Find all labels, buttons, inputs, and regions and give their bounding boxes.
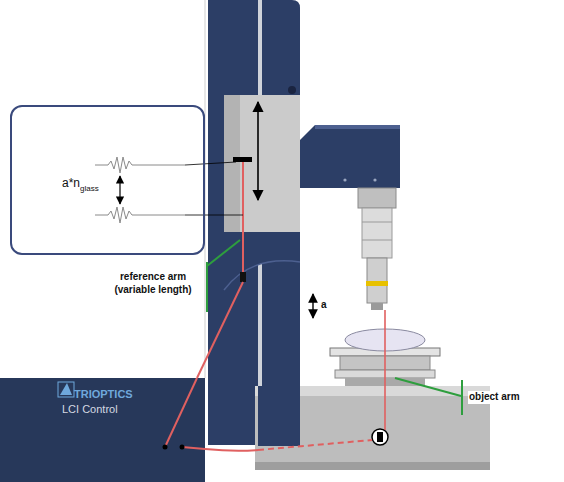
text-line: LCI Control [62, 399, 118, 417]
fiber-ends [163, 445, 168, 450]
instrument-column [208, 232, 300, 290]
fiber-coupler [372, 429, 388, 445]
control-unit-box: TRIOPTICS LCI Control [0, 378, 205, 482]
object-fiber [205, 440, 372, 451]
gap-arrow [313, 294, 314, 318]
instrument-column [208, 0, 300, 445]
fiber-ends [182, 447, 205, 449]
objective [366, 281, 388, 286]
inset-leader [185, 162, 236, 165]
leader-line [207, 240, 462, 415]
fiber-coupler [377, 432, 383, 442]
text-line: a*nglass [62, 173, 99, 193]
base [255, 462, 490, 470]
base [258, 386, 300, 446]
inset-interferogram [95, 157, 185, 223]
leader-line [207, 240, 240, 266]
travel-arrow [257, 102, 259, 200]
reference-fiber [242, 162, 244, 274]
gap-arrow [312, 294, 313, 318]
leader-line [461, 380, 463, 415]
objective [358, 188, 396, 310]
formula-text: a*n [62, 176, 80, 190]
instrument-column [224, 261, 300, 290]
instrument-column [224, 95, 240, 232]
objective [371, 303, 383, 310]
fiber-ends [165, 378, 197, 447]
brand-name: TRIOPTICS [74, 388, 133, 400]
leader-line [206, 262, 208, 312]
object-fiber [205, 449, 258, 451]
unit-name: LCI Control [62, 403, 118, 415]
objective [362, 208, 392, 258]
base [255, 386, 490, 470]
formula-text: glass [80, 184, 99, 193]
measurement-head [343, 178, 346, 181]
fiber-coupler [372, 429, 388, 445]
object-fiber [258, 440, 372, 450]
inset-box: a*nglass [10, 105, 205, 255]
inset-leader [185, 215, 243, 216]
instrument-column [224, 95, 300, 232]
arm-label: object arm [468, 391, 521, 404]
objective [358, 188, 396, 208]
base [255, 386, 490, 470]
dimension-label: a [320, 299, 328, 312]
reference-fiber [197, 282, 243, 378]
measurement-head [300, 125, 400, 188]
reference-fiber [240, 272, 246, 282]
reference-mirror [233, 157, 252, 162]
instrument-column [288, 86, 296, 94]
travel-arrow [258, 102, 259, 200]
measurement-head [373, 178, 376, 181]
fiber-ends [180, 445, 185, 450]
inset-interferogram [95, 157, 185, 173]
object-beam [385, 310, 386, 430]
inset-interferogram [95, 207, 185, 223]
text-line: TRIOPTICS [74, 384, 133, 402]
leader-line [395, 378, 461, 396]
measurement-head [315, 125, 400, 129]
objective [362, 240, 392, 241]
objective [362, 222, 392, 223]
arm-label: reference arm (variable length) [104, 271, 202, 296]
inset-leader [185, 162, 243, 215]
fiber-ends [58, 382, 74, 397]
fiber-ends [60, 383, 72, 395]
object-beam [384, 310, 386, 430]
objective [367, 258, 387, 303]
reference-mirror [233, 157, 252, 162]
instrument-column [208, 0, 300, 445]
measurement-head [300, 125, 400, 188]
inset-interferogram [119, 176, 120, 204]
